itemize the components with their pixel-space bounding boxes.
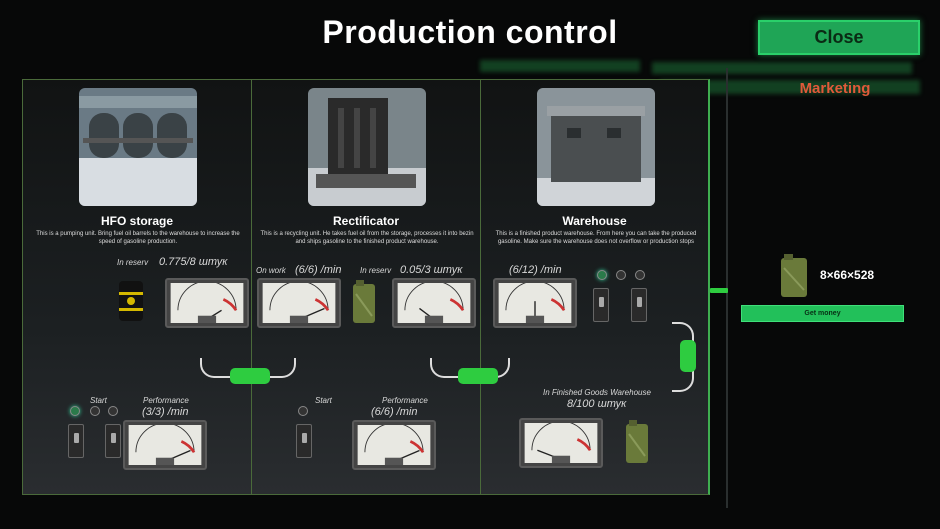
- pipe-coupling-icon: [680, 340, 696, 372]
- warehouse-panel: Warehouse This is a finished product war…: [480, 79, 710, 495]
- hfo-performance-gauge: [123, 420, 207, 470]
- rect-reserve-value: 0.05/3 штук: [400, 264, 463, 276]
- hfo-performance-value: (3/3) /min: [142, 406, 189, 418]
- warehouse-image: [537, 88, 655, 206]
- pipe-coupling-icon: [230, 368, 270, 384]
- barrel-icon: [118, 280, 144, 322]
- rectificator-panel: Rectificator This is a recycling unit. H…: [251, 79, 481, 495]
- wh-power-switch[interactable]: [593, 288, 609, 322]
- money-value: 8×66×528: [820, 268, 875, 282]
- hfo-storage-name: HFO storage: [100, 214, 173, 228]
- hfo-storage-description: This is a pumping unit. Bring fuel oil b…: [36, 231, 240, 245]
- rect-reserve-label: In reserv: [360, 266, 392, 275]
- glow-decoration: [660, 80, 920, 94]
- rect-performance-label: Performance: [382, 396, 428, 405]
- rect-power-switch[interactable]: [296, 424, 312, 458]
- rect-onwork-label: On work: [256, 266, 286, 275]
- get-money-button[interactable]: Get money: [741, 305, 904, 322]
- hfo-performance-label: Performance: [143, 396, 189, 405]
- status-led-icon: [597, 270, 607, 280]
- close-button[interactable]: Close: [758, 20, 920, 55]
- rect-reserve-gauge: [392, 278, 476, 328]
- rect-performance-value: (6/6) /min: [371, 406, 418, 418]
- wh-finished-value: 8/100 штук: [567, 398, 627, 410]
- wh-finished-gauge: [519, 418, 603, 468]
- rectificator-description: This is a recycling unit. He takes fuel …: [260, 231, 474, 245]
- hfo-storage-image: [79, 88, 197, 206]
- status-led-icon: [70, 406, 80, 416]
- wh-finished-label: In Finished Goods Warehouse: [543, 388, 651, 397]
- jerrycan-icon: [352, 280, 376, 324]
- hfo-reserve-gauge: [165, 278, 249, 328]
- warehouse-name: Warehouse: [562, 214, 627, 228]
- hfo-storage-panel: HFO storage This is a pumping unit. Brin…: [22, 79, 252, 495]
- hfo-start-switch[interactable]: [105, 424, 121, 458]
- hfo-power-switch[interactable]: [68, 424, 84, 458]
- rect-performance-gauge: [352, 420, 436, 470]
- wh-start-switch[interactable]: [631, 288, 647, 322]
- marketing-tab[interactable]: Marketing: [799, 80, 871, 97]
- rect-onwork-gauge: [257, 278, 341, 328]
- pipe-coupling-icon: [458, 368, 498, 384]
- status-led-icon: [108, 406, 118, 416]
- wh-rate-gauge: [493, 278, 577, 328]
- jerrycan-icon: [780, 254, 808, 298]
- link-indicator: [710, 288, 728, 293]
- hfo-reserve-label: In reserv: [117, 258, 149, 267]
- hfo-start-label: Start: [90, 396, 107, 405]
- rect-start-label: Start: [315, 396, 332, 405]
- page-title: Production control: [322, 14, 618, 50]
- status-led-icon: [90, 406, 100, 416]
- glow-decoration: [480, 60, 640, 72]
- status-led-icon: [635, 270, 645, 280]
- wh-rate-value: (6/12) /min: [509, 264, 562, 276]
- rectificator-image: [308, 88, 426, 206]
- status-led-icon: [616, 270, 626, 280]
- status-led-icon: [298, 406, 308, 416]
- hfo-reserve-value: 0.775/8 штук: [159, 256, 228, 268]
- rectificator-name: Rectificator: [332, 214, 400, 228]
- warehouse-description: This is a finished product warehouse. Fr…: [495, 231, 697, 245]
- glow-decoration: [652, 62, 912, 74]
- rect-onwork-value: (6/6) /min: [295, 264, 342, 276]
- jerrycan-icon: [625, 420, 649, 464]
